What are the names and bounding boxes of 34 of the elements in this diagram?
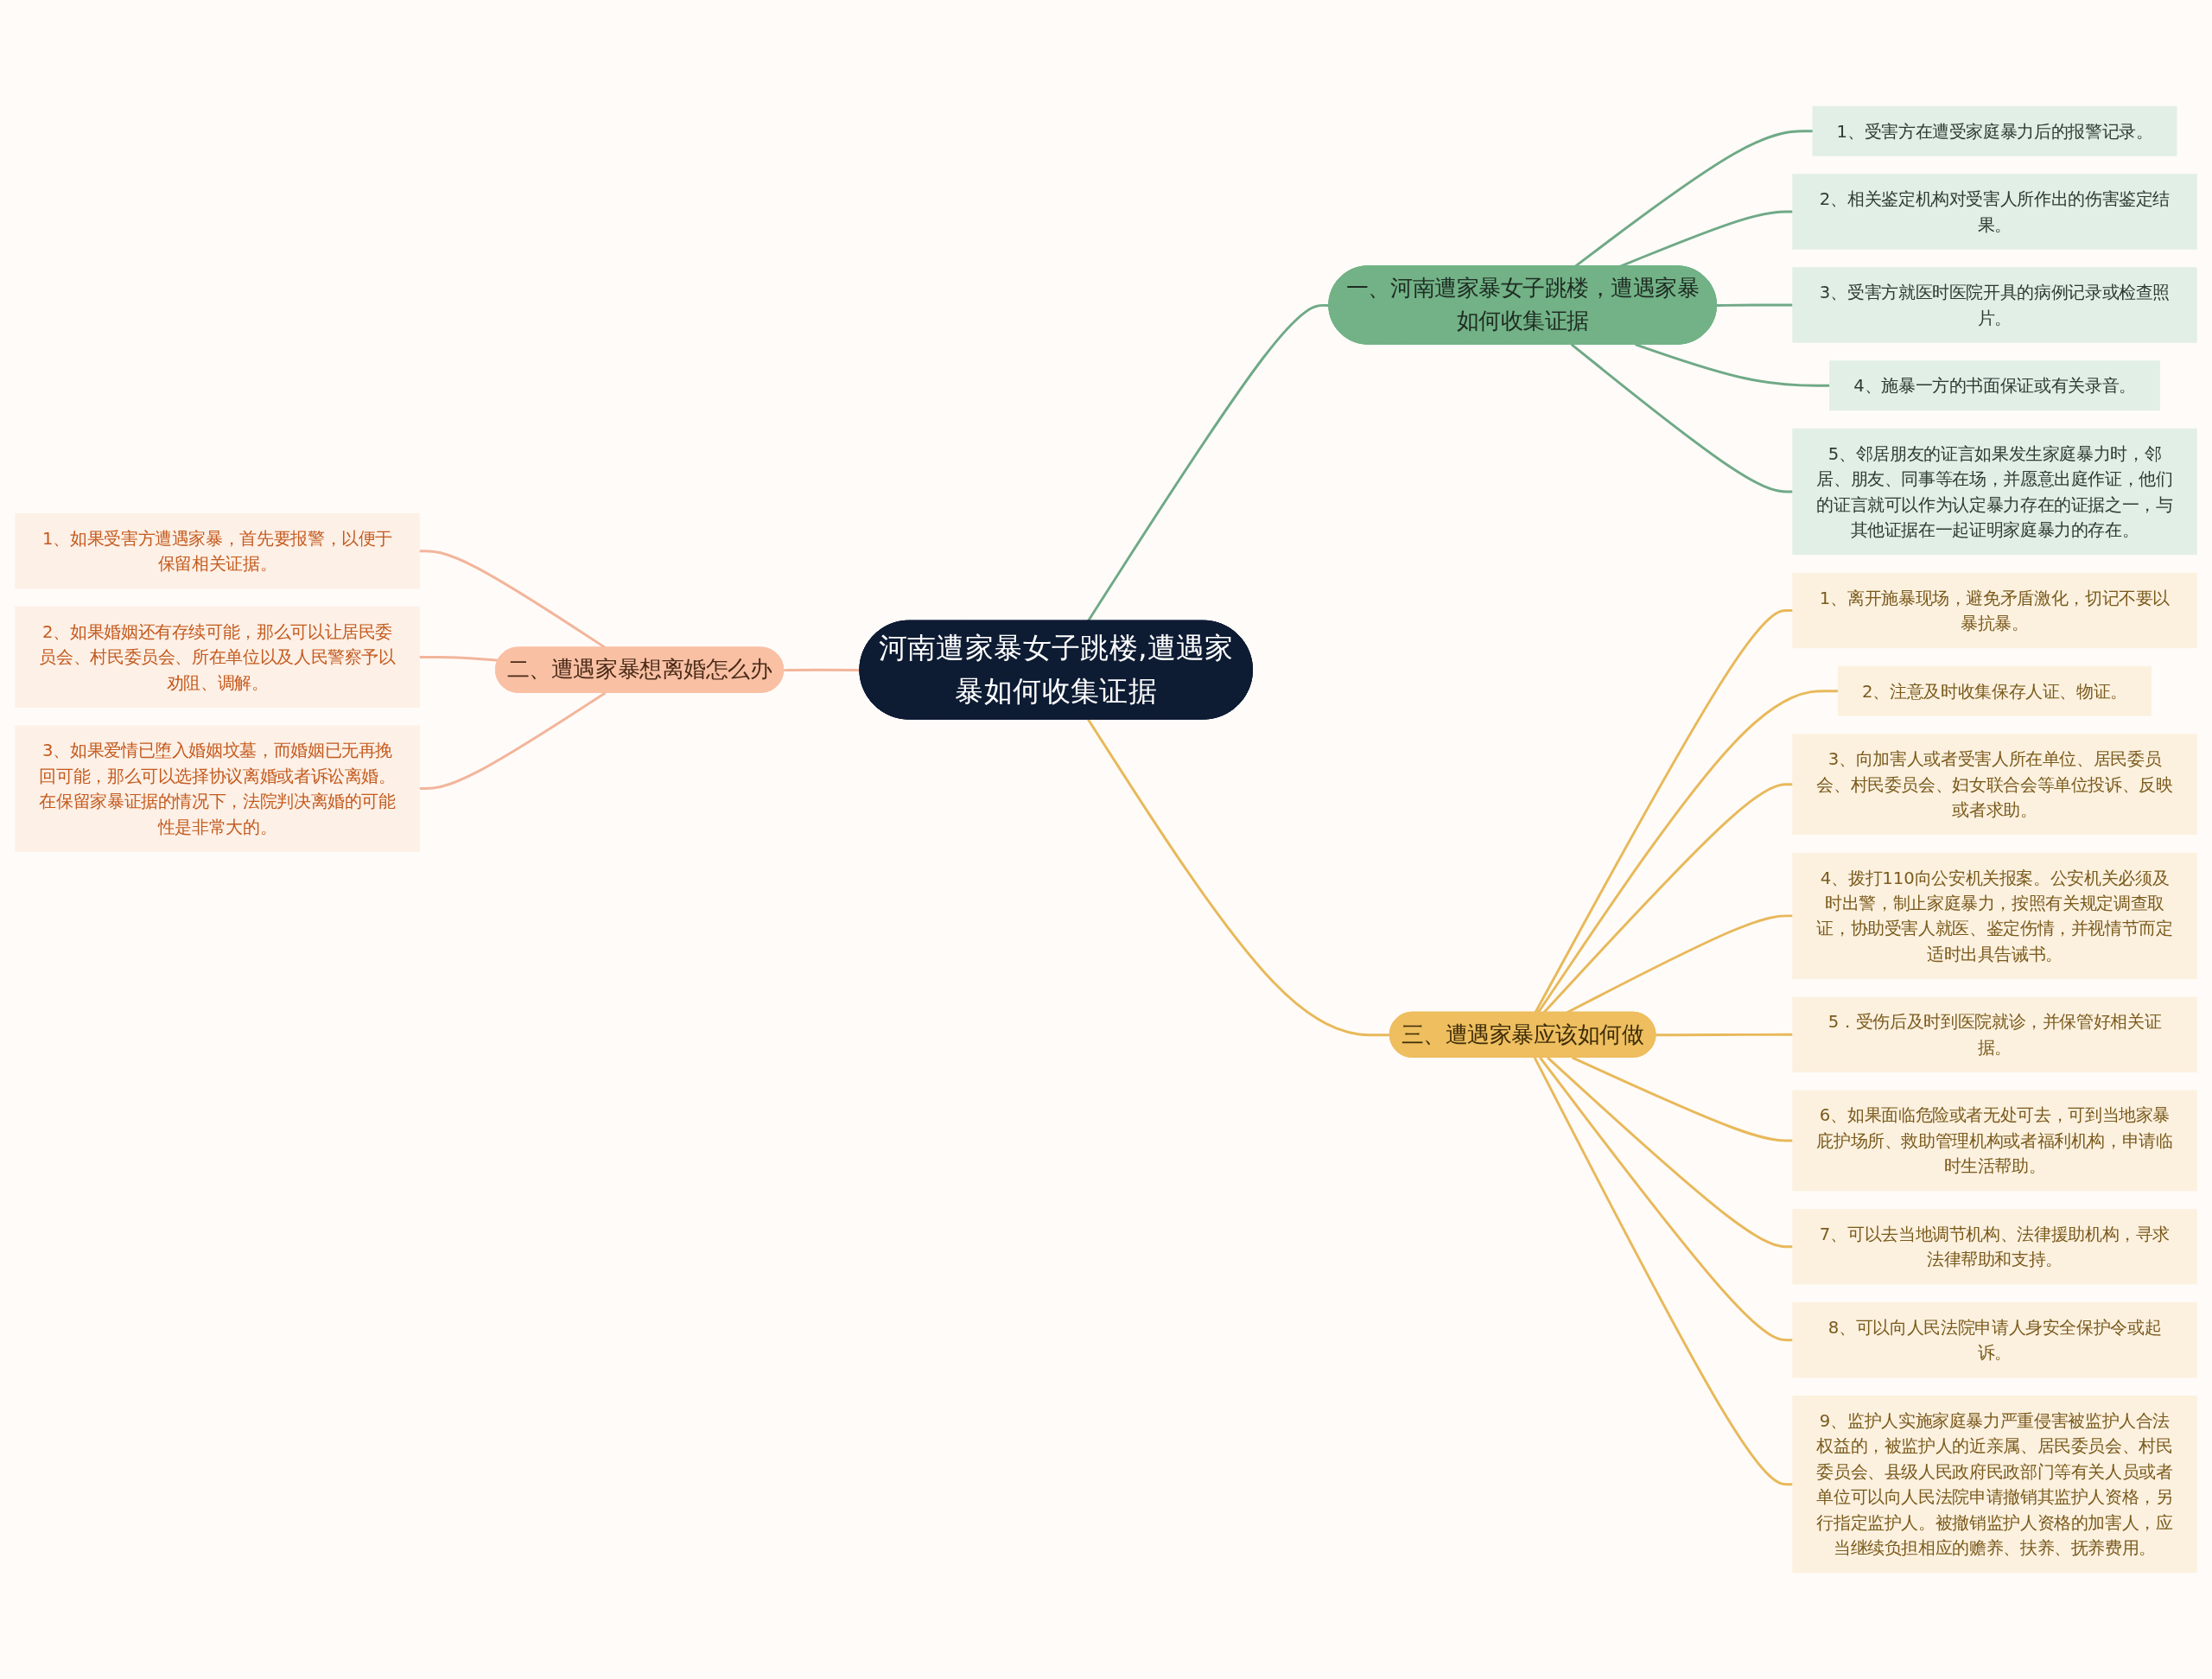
connector [1570, 343, 1793, 493]
connector [1539, 1056, 1793, 1342]
connector [1656, 1033, 1793, 1037]
connector [1536, 690, 1839, 1014]
connector [1547, 1056, 1793, 1249]
connector [784, 668, 861, 672]
connector [1087, 718, 1390, 1037]
node-box: 6、如果面临危险或者无处可去，可到当地家暴庇护场所、救助管理机构或者福利机构，申请临时生活帮助。 [1792, 1090, 2197, 1192]
node-box: 4、拨打110向公安机关报案。公安机关必须及时出警，制止家庭暴力，按照有关规定调查取证，协助受害人就医、鉴定伤情，并视情节而定适时出具告诫书。 [1792, 852, 2197, 979]
node-box: 1、受害方在遭受家庭暴力后的报警记录。 [1812, 105, 2177, 156]
node-box: 1、离开施暴现场，避免矛盾激化，切记不要以暴抗暴。 [1792, 572, 2197, 649]
node-box: 2、注意及时收集保存人证、物证。 [1838, 665, 2152, 716]
node-box: 2、相关鉴定机构对受害人所作出的伤害鉴定结果。 [1792, 174, 2197, 250]
connector [1571, 1056, 1793, 1142]
connector [419, 550, 607, 649]
connector [1716, 303, 1793, 307]
connector [1542, 783, 1793, 1014]
connector [1534, 608, 1793, 1014]
node-box: 1、如果受害方遭遇家暴，首先要报警，以便于保留相关证据。 [15, 513, 420, 589]
node-box: 2、如果婚姻还有存续可能，那么可以让居民委员会、村民委员会、所在单位以及人民警察予以劝阻、调解。 [15, 607, 420, 708]
connector [419, 655, 499, 662]
node-box: 8、可以向人民法院申请人身安全保护令或起诉。 [1792, 1302, 2197, 1378]
node-box: 3、如果爱情已堕入婚姻坟墓，而婚姻已无再挽回可能，那么可以选择协议离婚或者诉讼离婚。在保留家暴证据的情况下，法院判决离婚的可能性是非常大的。 [15, 725, 420, 852]
node-box: 3、受害方就医时医院开具的病例记录或检查照片。 [1792, 267, 2197, 343]
connector [1533, 1057, 1793, 1486]
node-box: 9、监护人实施家庭暴力严重侵害被监护人合法权益的，被监护人的近亲属、居民委员会、村民委员会、县级人民政府民政部门等有关人员或者单位可以向人民法院申请撤销其监护人资格，另行指定监护人。被撤销监护人资格的加害人，应当继续负担相应的赡养、扶养、抚养费用。 [1792, 1396, 2197, 1574]
node-box: 7、可以去当地调节机构、法律援助机构，寻求法律帮助和支持。 [1792, 1209, 2197, 1285]
node-box: 5．受伤后及时到医院就诊，并保管好相关证据。 [1792, 996, 2197, 1072]
connector [1635, 343, 1830, 387]
node-box: 4、施暴一方的书面保证或有关录音。 [1829, 360, 2160, 411]
node-box: 5、邻居朋友的证言如果发生家庭暴力时，邻居、朋友、同事等在场，并愿意出庭作证，他们的证言就可以作为认定暴力存在的证据之一，与其他证据在一起证明家庭暴力的存在。 [1792, 428, 2197, 556]
connector [419, 691, 607, 791]
node-box: 3、向加害人或者受害人所在单位、居民委员会、村民委员会、妇女联合会等单位投诉、反映或者求助。 [1792, 734, 2197, 836]
connector [1087, 303, 1330, 622]
